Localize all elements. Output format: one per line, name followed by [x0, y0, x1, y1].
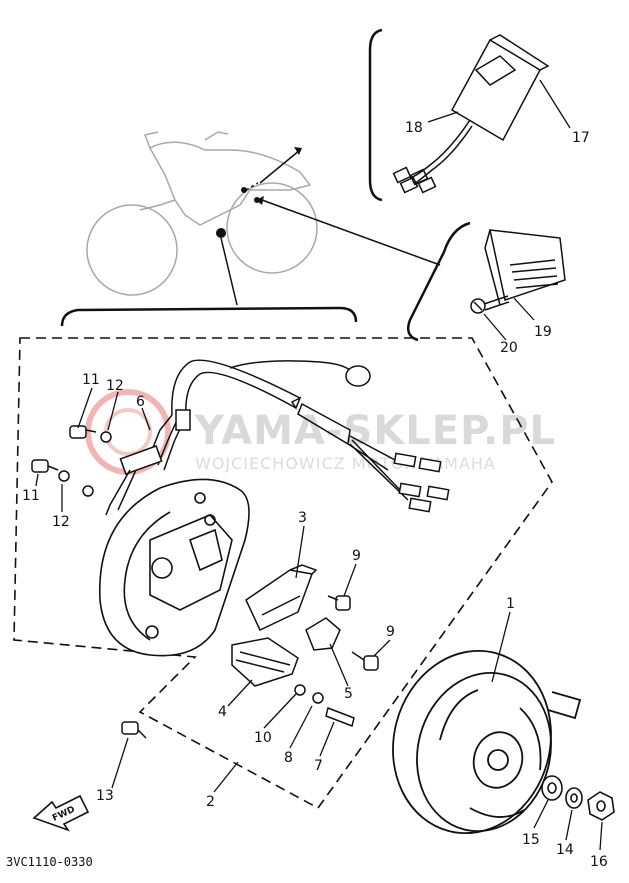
callout-14: 14 [556, 842, 574, 858]
charge-coil [231, 637, 299, 687]
callout-18: 18 [405, 120, 423, 136]
callout-16: 16 [590, 854, 608, 870]
callout-10: 10 [254, 730, 272, 746]
callout-2: 2 [206, 794, 215, 810]
fasteners [31, 425, 379, 739]
callout-12-left: 12 [52, 514, 70, 530]
drawing-code: 3VC1110-0330 [6, 855, 93, 869]
location-dot-cdi [241, 187, 247, 193]
callout-17: 17 [572, 130, 590, 146]
callout-7: 7 [314, 758, 323, 774]
cdi-unit [392, 34, 550, 194]
callout-1: 1 [506, 596, 515, 612]
callout-5: 5 [344, 686, 353, 702]
assembly-outline [13, 337, 553, 810]
wiring-harness [105, 359, 450, 516]
pickup-coil [245, 564, 318, 632]
callout-15: 15 [522, 832, 540, 848]
callout-9-upper: 9 [352, 548, 361, 564]
callout-12-top: 12 [106, 378, 124, 394]
motorcycle-silhouette [86, 131, 318, 296]
rectifier-regulator [470, 229, 566, 314]
rectifier-bracket [407, 221, 471, 342]
callout-20: 20 [500, 340, 518, 356]
callout-13: 13 [96, 788, 114, 804]
lighting-coil [305, 617, 341, 651]
generator-bracket [60, 306, 358, 327]
location-dot-generator [216, 228, 226, 238]
callout-11-left: 11 [22, 488, 40, 504]
callout-8: 8 [284, 750, 293, 766]
rotor-hardware [541, 775, 615, 821]
callout-3: 3 [298, 510, 307, 526]
watermark: YAMA-SKLEP.PL WOJCIECHOWICZ MOTOR YAMAHA [85, 389, 556, 475]
watermark-subtitle: WOJCIECHOWICZ MOTOR YAMAHA [195, 454, 496, 473]
callout-6: 6 [136, 394, 145, 410]
callout-11-top: 11 [82, 372, 100, 388]
callout-9-lower: 9 [386, 624, 395, 640]
fwd-arrow: FWD [32, 794, 90, 832]
callout-4: 4 [218, 704, 227, 720]
callouts: 17 18 19 20 11 12 6 11 12 3 9 9 1 5 4 10… [22, 120, 608, 870]
leader-lines [35, 79, 603, 851]
callout-19: 19 [534, 324, 552, 340]
watermark-title: YAMA-SKLEP.PL [194, 408, 556, 454]
cdi-bracket [368, 28, 383, 202]
stator-plate [99, 478, 250, 657]
flywheel-rotor [392, 649, 582, 835]
